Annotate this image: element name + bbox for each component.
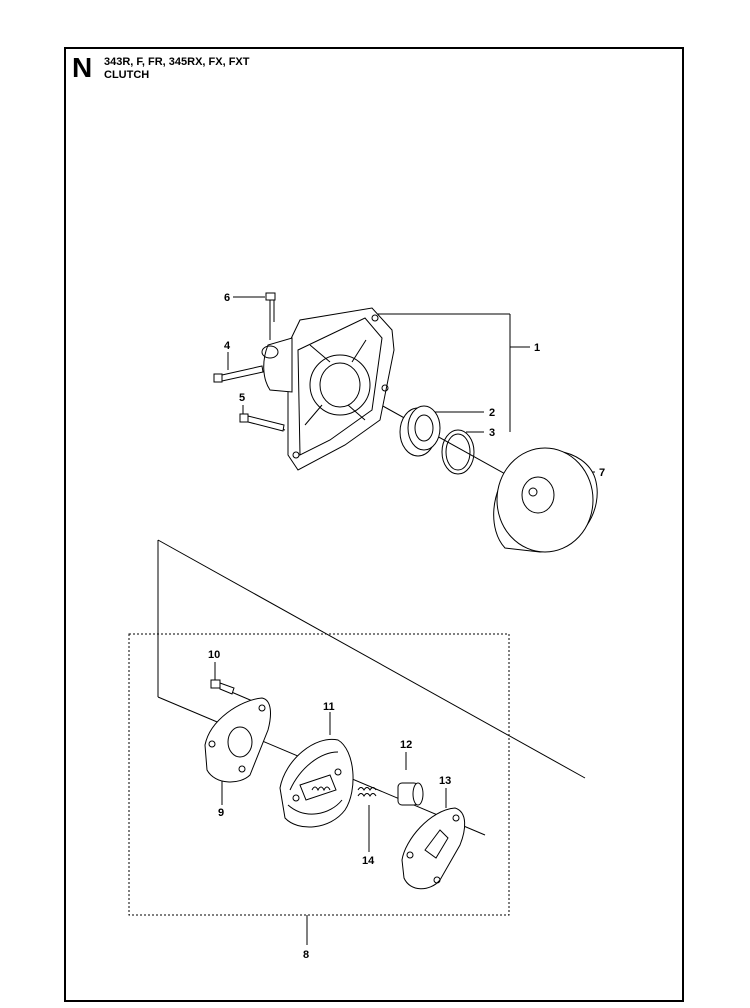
bushing-12 [397, 782, 424, 806]
spring-14 [357, 787, 377, 797]
callout-leaders [214, 296, 595, 945]
page-frame [64, 47, 684, 1002]
clutch-housing [261, 307, 395, 471]
callout-9: 9 [218, 807, 224, 819]
model-list: 343R, F, FR, 345RX, FX, FXT [104, 56, 250, 68]
callout-4: 4 [224, 340, 231, 352]
callout-labels: 1 2 3 4 5 6 7 8 9 10 11 12 13 14 [208, 292, 605, 961]
diagram-title: CLUTCH [104, 69, 150, 81]
clutch-shoes-11 [279, 738, 354, 828]
clutch-drum-7 [493, 447, 598, 553]
bearing-2 [399, 405, 441, 457]
callout-8: 8 [303, 949, 309, 961]
screw-6 [265, 292, 276, 322]
callout-6: 6 [224, 292, 230, 304]
callout-3: 3 [489, 427, 495, 439]
callout-12: 12 [400, 739, 412, 751]
callout-11: 11 [323, 701, 335, 713]
callout-5: 5 [239, 392, 245, 404]
bolt-4 [213, 365, 264, 383]
callout-7: 7 [599, 467, 605, 479]
callout-14: 14 [362, 855, 375, 867]
kit-box [128, 633, 510, 916]
hub-plate-13 [401, 807, 466, 890]
section-letter: N [72, 52, 93, 83]
plate-9 [204, 697, 271, 783]
circlip-3 [441, 429, 475, 475]
bolt-5 [239, 413, 285, 432]
callout-13: 13 [439, 775, 451, 787]
callout-2: 2 [489, 407, 495, 419]
callout-1: 1 [534, 342, 540, 354]
screw-10 [210, 679, 235, 695]
callout-10: 10 [208, 649, 220, 661]
